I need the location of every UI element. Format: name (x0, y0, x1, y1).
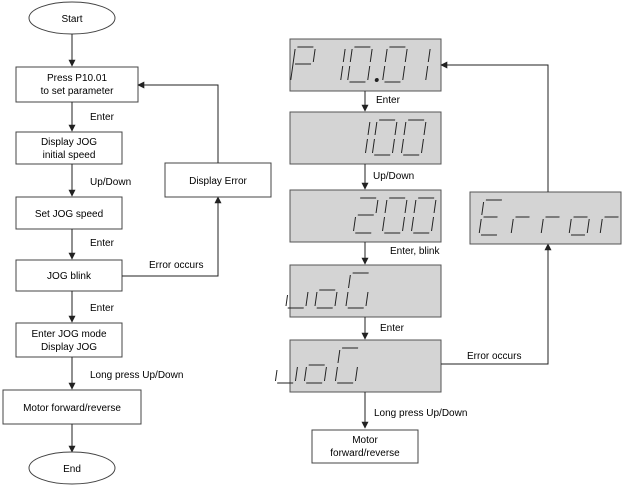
edge-label-updown-r: Up/Down (373, 171, 414, 182)
lcd-display-jog (289, 264, 442, 318)
lcd-glyphs-error (478, 199, 619, 236)
edge-error-back-to-lcd1 (440, 61, 549, 192)
step-set-jog-speed-label: Set JOG speed (35, 209, 103, 220)
edge-label-enter-blink: Enter, blink (390, 246, 440, 257)
edge-jog-blink-error (122, 196, 222, 277)
lcd-glyphs-100 (364, 119, 427, 156)
edge-label-enter-1: Enter (90, 112, 115, 123)
step-display-jog-initial-line1: Display JOG (41, 137, 97, 148)
edge-label-error-occurs-left: Error occurs (149, 260, 203, 271)
step-jog-blink (15, 259, 123, 292)
edge-jog-mode-to-error (441, 243, 552, 365)
step-press-p1001 (15, 66, 139, 103)
step-enter-jog-mode (15, 322, 123, 358)
edge-label-error-occurs-right: Error occurs (467, 351, 521, 362)
step-press-p1001-line1: Press P10.01 (47, 73, 107, 84)
lcd-display-p1001 (289, 38, 442, 92)
end-label: End (63, 464, 81, 475)
step-display-error-label: Display Error (189, 176, 247, 187)
edge-label-enter-r2: Enter (380, 323, 405, 334)
step-display-jog-initial-line2: initial speed (43, 150, 96, 161)
lcd1-text: P10.01 (295, 44, 299, 46)
step-motor-right-line1: Motor (352, 435, 378, 446)
edge-label-long-press-right: Long press Up/Down (374, 408, 467, 419)
step-display-jog-initial (15, 131, 123, 165)
step-motor-forward-reverse (2, 389, 142, 425)
edge-label-enter-r1: Enter (376, 95, 401, 106)
lcd-glyphs-jog (285, 272, 369, 309)
lcd-display-jog-mode (289, 339, 442, 393)
step-set-jog-speed (15, 196, 123, 230)
step-display-error (164, 162, 272, 198)
step-motor-forward-reverse-label: Motor forward/reverse (23, 403, 121, 414)
edge-label-enter-3: Enter (90, 303, 115, 314)
edge-label-enter-2: Enter (90, 238, 115, 249)
step-enter-jog-mode-line1: Enter JOG mode (31, 329, 106, 340)
step-motor-right (311, 429, 419, 464)
step-press-p1001-line2: to set parameter (41, 86, 114, 97)
right-flowchart: Enter Up/Down Enter, blink Enter (274, 38, 622, 464)
left-flowchart: Start Press P10.01 to set parameter Ente… (2, 1, 272, 485)
end-terminal (28, 451, 116, 485)
edge-label-updown: Up/Down (90, 177, 131, 188)
edge-error-back-to-step1 (137, 81, 219, 163)
lcd-glyphs-jog-mode (274, 347, 359, 384)
lcd-glyphs-200 (353, 197, 437, 234)
step-jog-blink-label: JOG blink (47, 271, 92, 282)
edge-label-long-press-left: Long press Up/Down (90, 370, 183, 381)
lcd4-text: JoG (295, 270, 297, 272)
lcd5-text: JoG (295, 345, 297, 347)
step-motor-right-line2: forward/reverse (330, 448, 400, 459)
start-label: Start (61, 14, 82, 25)
step-enter-jog-mode-line2: Display JOG (41, 342, 97, 353)
lcd-glyphs-p1001 (290, 46, 431, 83)
